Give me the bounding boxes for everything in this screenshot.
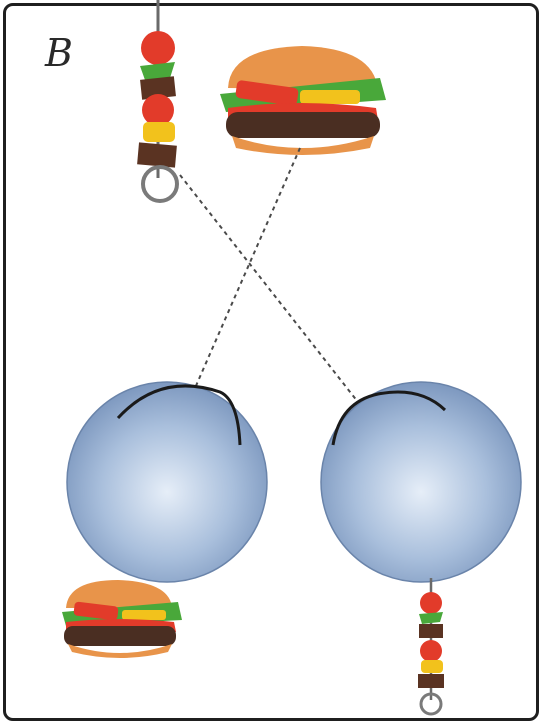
sight-line-kebab (179, 174, 471, 546)
kebab-skewer-icon (137, 0, 179, 203)
hamburger-icon (220, 46, 386, 155)
right-eye (320, 381, 522, 583)
kebab-skewer-icon (418, 578, 444, 716)
hamburger-icon (62, 580, 182, 658)
left-eye (66, 381, 268, 583)
panel-label: B (45, 31, 73, 75)
